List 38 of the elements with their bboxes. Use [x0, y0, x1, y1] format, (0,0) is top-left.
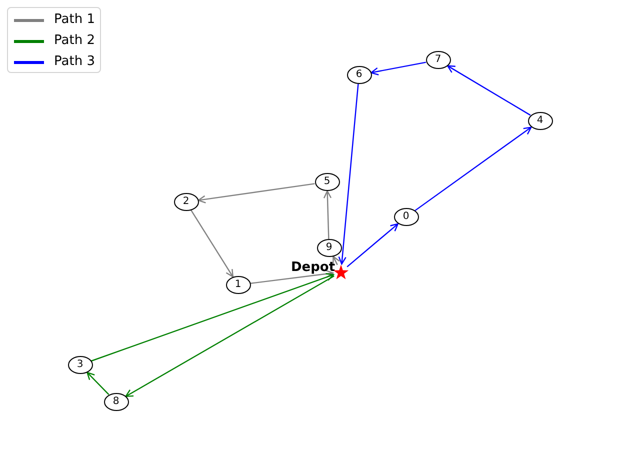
star-icon — [333, 264, 349, 280]
node-number: 2 — [182, 197, 190, 207]
arrow — [346, 223, 398, 268]
arrow — [125, 275, 334, 397]
arrow — [323, 190, 332, 240]
node-number: 8 — [112, 397, 120, 407]
node-ellipse — [528, 112, 552, 130]
node-number: 7 — [434, 55, 442, 65]
legend-label: Path 3 — [54, 54, 95, 70]
arrow — [86, 372, 110, 396]
node-number: 0 — [402, 212, 410, 222]
node-number: 1 — [234, 280, 242, 290]
legend-label: Path 2 — [54, 33, 95, 49]
node-label: Depot — [291, 260, 336, 275]
arrow — [332, 256, 340, 266]
node-ellipse — [346, 66, 372, 84]
arrow — [447, 65, 531, 116]
node-number: 6 — [356, 70, 362, 80]
node-number: 9 — [326, 243, 332, 253]
node-ellipse — [394, 208, 418, 226]
node-ellipse — [426, 51, 450, 69]
node-ellipse — [226, 276, 250, 294]
node-ellipse — [68, 356, 92, 374]
arrow — [414, 126, 532, 212]
node-number: 5 — [324, 177, 330, 187]
arrow — [91, 273, 334, 362]
node-ellipse — [316, 239, 342, 257]
node-number: 4 — [536, 116, 544, 126]
arrow — [250, 270, 334, 284]
arrow — [338, 84, 359, 265]
arrow — [198, 183, 315, 204]
node-ellipse — [174, 193, 198, 211]
arrow — [190, 210, 234, 278]
node-number: 3 — [76, 360, 84, 370]
node-ellipse — [314, 173, 340, 191]
arrow — [370, 62, 426, 76]
legend-label: Path 1 — [54, 12, 95, 28]
node-ellipse — [104, 393, 128, 411]
